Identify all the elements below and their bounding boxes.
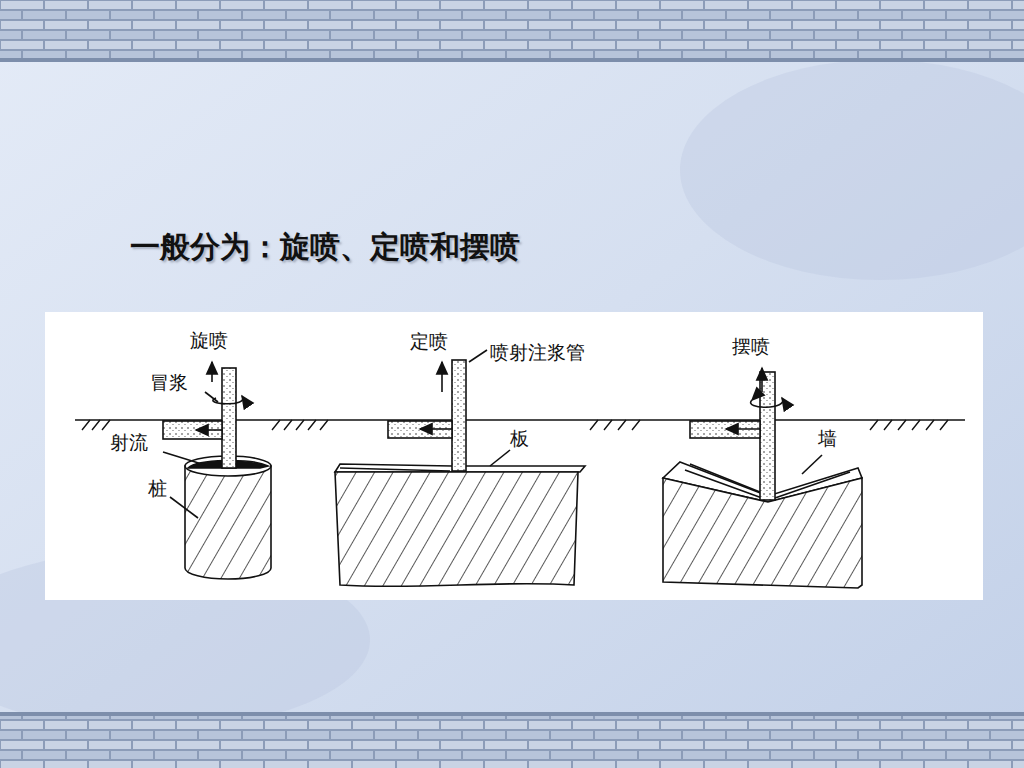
part-label: 喷射注浆管 <box>490 342 585 363</box>
part-label: 墙 <box>818 428 837 449</box>
method-label: 旋喷 <box>190 330 228 351</box>
part-label: 冒浆 <box>150 372 188 393</box>
part-label: 板 <box>510 428 529 449</box>
slide-title: 一般分为：旋喷、定喷和摆喷 <box>130 230 520 263</box>
part-label: 桩 <box>148 478 167 499</box>
part-label: 射流 <box>110 432 148 453</box>
method-label: 定喷 <box>410 331 448 352</box>
method-label: 摆喷 <box>732 336 770 357</box>
